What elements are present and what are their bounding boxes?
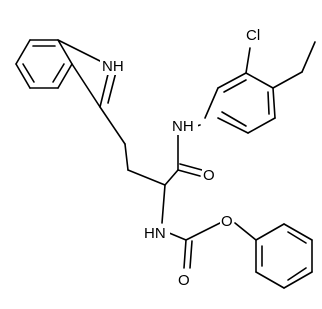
bond bbox=[99, 106, 126, 145]
bond bbox=[255, 223, 285, 241]
carbamate-nh-label: HN bbox=[144, 225, 166, 242]
indole-nh-label: NH bbox=[102, 58, 124, 75]
bond bbox=[287, 267, 307, 281]
label-background bbox=[142, 224, 170, 242]
bond bbox=[177, 169, 201, 177]
carbonyl-oxygen-label: O bbox=[178, 272, 190, 289]
bond bbox=[283, 223, 313, 241]
bond bbox=[179, 163, 203, 171]
bond bbox=[272, 87, 276, 119]
bond bbox=[15, 39, 31, 65]
label-background bbox=[100, 57, 126, 75]
bond bbox=[161, 184, 166, 224]
chlorine-label: Cl bbox=[246, 27, 260, 44]
amide-nh-label: NH bbox=[172, 118, 194, 135]
bond bbox=[107, 71, 117, 104]
bond bbox=[52, 63, 65, 83]
bond bbox=[189, 240, 193, 269]
bond bbox=[217, 72, 247, 89]
bond bbox=[267, 91, 270, 115]
bond bbox=[124, 143, 129, 171]
bond bbox=[234, 222, 257, 241]
bond bbox=[255, 271, 285, 289]
bond bbox=[247, 117, 276, 134]
label-background bbox=[177, 271, 191, 289]
label-background bbox=[202, 166, 216, 184]
amide-oxygen-label: O bbox=[203, 167, 215, 184]
bond bbox=[22, 63, 35, 83]
bond bbox=[164, 169, 179, 186]
bond bbox=[204, 87, 219, 119]
bond bbox=[57, 63, 73, 89]
bond bbox=[217, 117, 249, 134]
bond bbox=[272, 71, 303, 89]
bond bbox=[57, 39, 73, 65]
bond bbox=[127, 169, 166, 186]
bond bbox=[287, 231, 307, 244]
atom-labels: NH Cl NH O HN O O bbox=[100, 26, 267, 289]
bond bbox=[221, 111, 247, 127]
label-background bbox=[170, 117, 198, 135]
ester-oxygen-label: O bbox=[221, 213, 233, 230]
bond bbox=[245, 72, 274, 89]
label-background bbox=[220, 212, 234, 230]
bond bbox=[183, 239, 187, 269]
bond bbox=[283, 271, 313, 289]
bond bbox=[301, 41, 316, 73]
bond bbox=[245, 47, 251, 74]
bond bbox=[185, 222, 221, 241]
bond bbox=[71, 63, 101, 108]
bond-lines bbox=[15, 39, 316, 289]
bond bbox=[15, 63, 31, 89]
label-background bbox=[243, 26, 267, 44]
bond bbox=[223, 79, 247, 93]
